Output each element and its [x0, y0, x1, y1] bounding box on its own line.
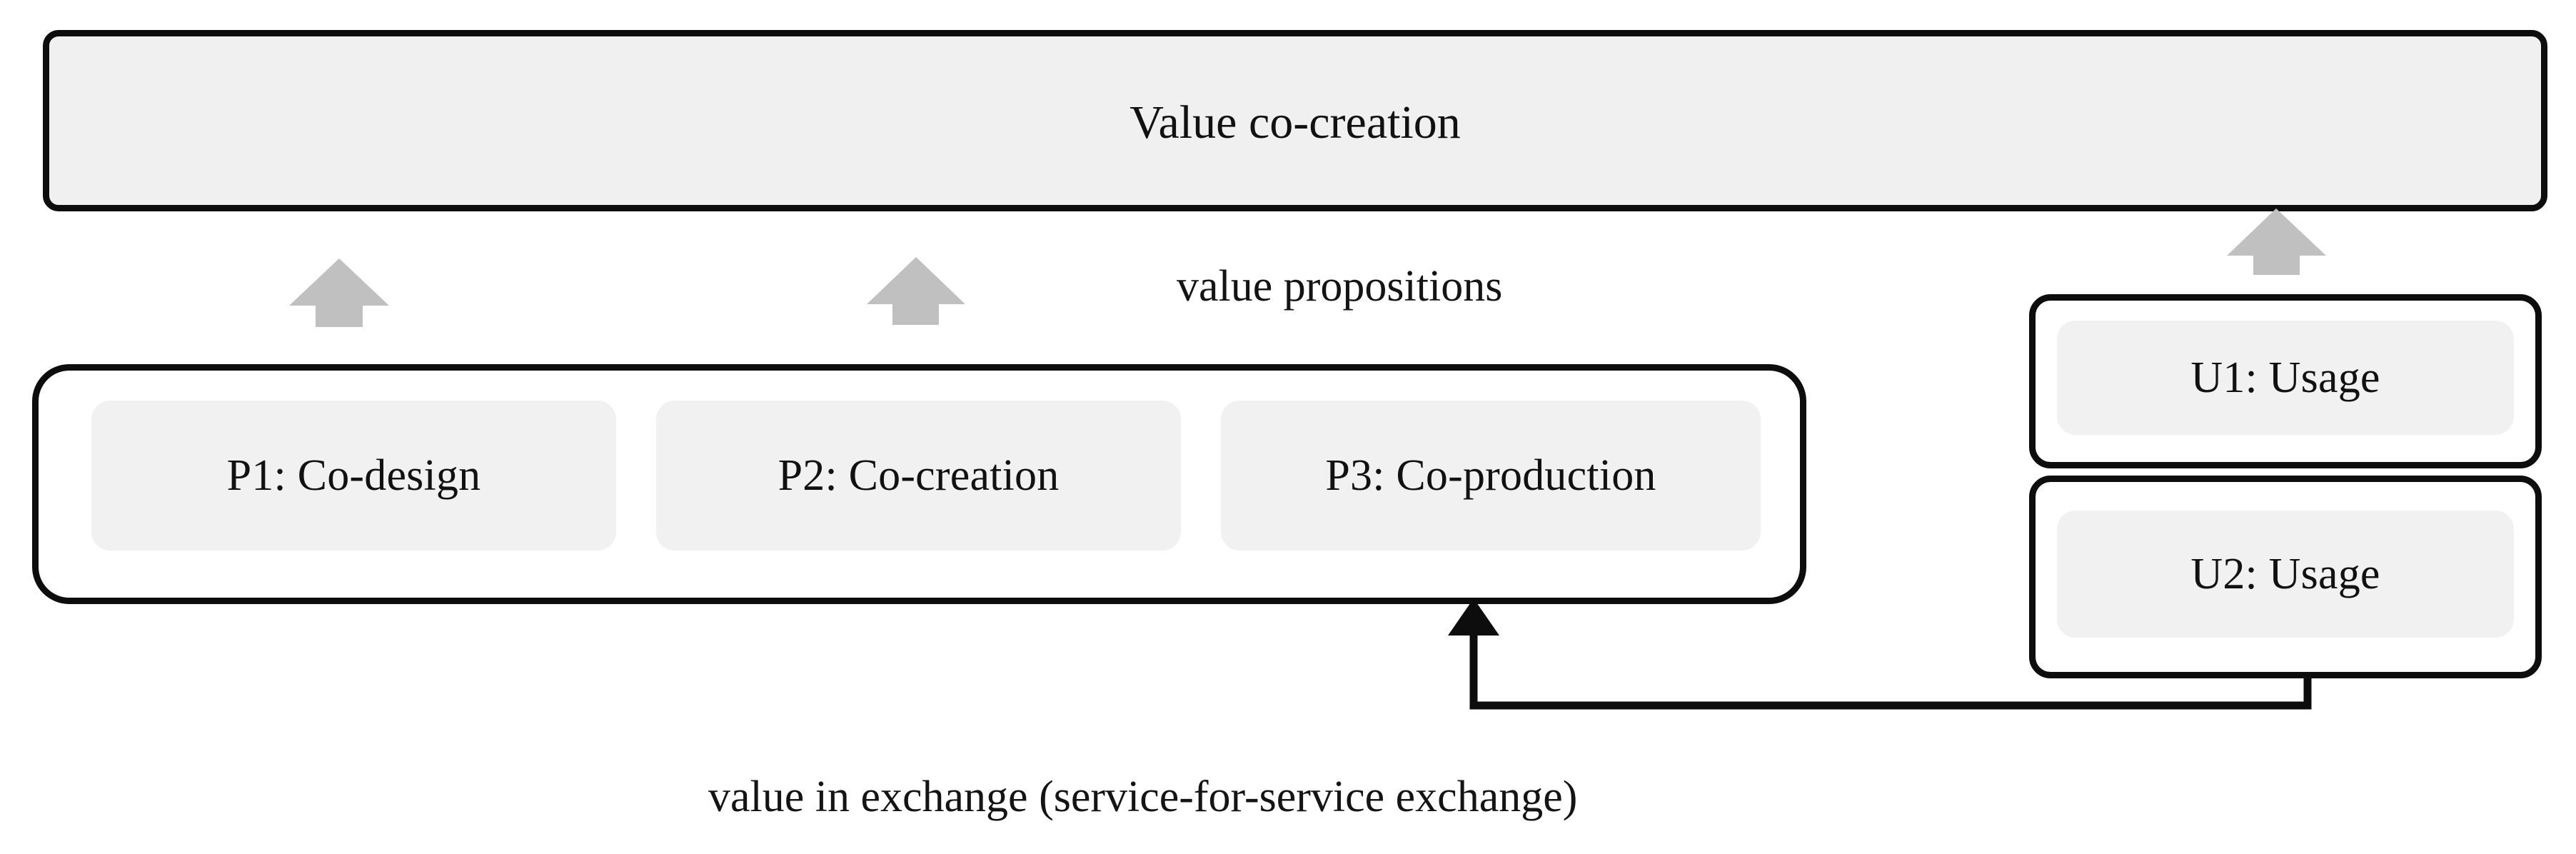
value-proposition-arrow-1	[289, 258, 389, 327]
value-proposition-arrow-2	[867, 257, 965, 325]
value-co-creation-band: Value co-creation	[43, 30, 2547, 211]
user-box-u1: U1: Usage	[2029, 294, 2542, 468]
value-propositions-caption: value propositions	[1177, 262, 1503, 311]
provider-chip-p1[interactable]: P1: Co-design	[91, 401, 616, 551]
provider-group-container: P1: Co-design P2: Co-creation P3: Co-pro…	[32, 364, 1806, 604]
user-chip-u2-label: U2: Usage	[2190, 550, 2380, 598]
user-box-u2: U2: Usage	[2029, 476, 2542, 678]
provider-chip-p2-label: P2: Co-creation	[778, 451, 1060, 500]
user-chip-u1[interactable]: U1: Usage	[2057, 321, 2514, 435]
provider-chip-p2[interactable]: P2: Co-creation	[656, 401, 1181, 551]
value-co-creation-label: Value co-creation	[1129, 96, 1461, 149]
value-in-exchange-caption: value in exchange (service-for-service e…	[708, 773, 1578, 821]
provider-chip-p1-label: P1: Co-design	[226, 451, 481, 500]
provider-chip-p3-label: P3: Co-production	[1325, 451, 1656, 500]
user-chip-u2[interactable]: U2: Usage	[2057, 511, 2514, 638]
user-chip-u1-label: U1: Usage	[2190, 353, 2380, 402]
provider-chip-p3[interactable]: P3: Co-production	[1221, 401, 1761, 551]
value-proposition-arrow-3	[2227, 209, 2326, 275]
